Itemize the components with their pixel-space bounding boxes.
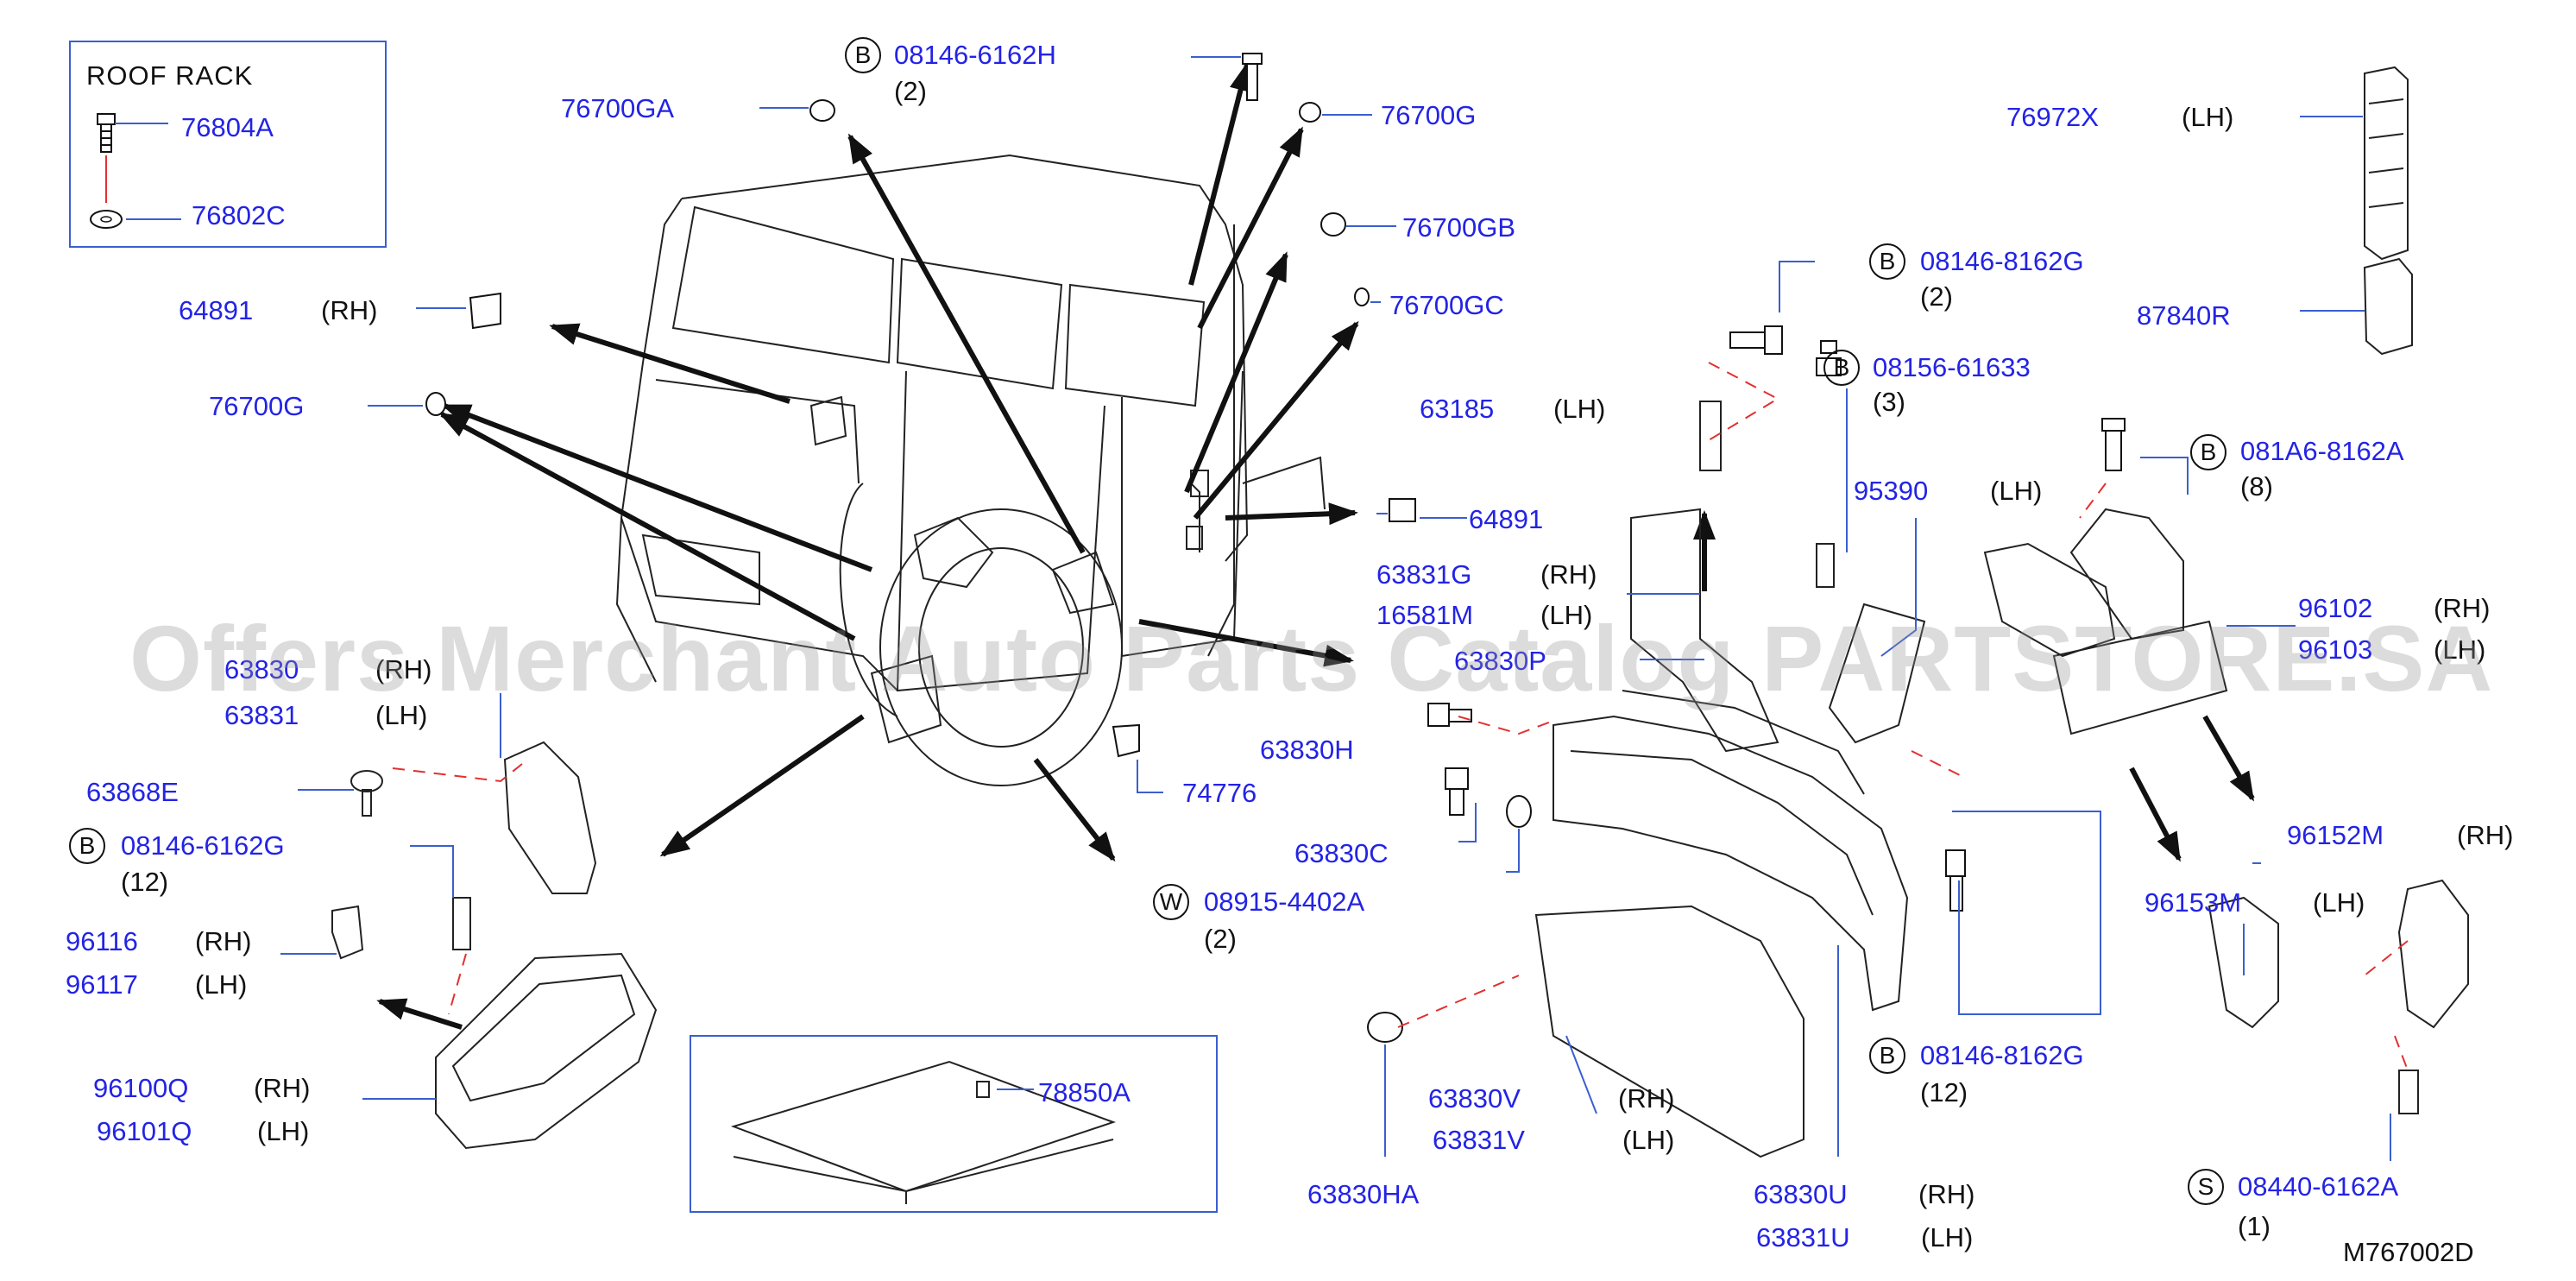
part-number[interactable]: 64891 [1469, 504, 1544, 534]
part-number[interactable]: 63831G [1376, 559, 1472, 590]
part-side: (LH) [1622, 1125, 1675, 1155]
part-number[interactable]: 08146-6162H [894, 40, 1056, 70]
part-number[interactable]: 63830C [1294, 838, 1389, 868]
roof-rack-bolt [97, 113, 116, 153]
part-number[interactable]: 63185 [1420, 394, 1495, 424]
part-number[interactable]: 76700G [1381, 100, 1477, 130]
part-number[interactable]: 16581M [1376, 600, 1474, 630]
part-number[interactable]: 87840R [2137, 300, 2231, 331]
part-quantity: (2) [1204, 924, 1237, 954]
part-number[interactable]: 63831U [1756, 1222, 1850, 1253]
part-number[interactable]: 08915-4402A [1204, 887, 1365, 917]
part-number[interactable]: 63830U [1754, 1179, 1848, 1209]
part-number[interactable]: 63868E [86, 777, 179, 807]
part-number[interactable]: 63831 [224, 700, 299, 730]
part-number[interactable]: 76700GC [1389, 290, 1504, 320]
part-side: (LH) [1540, 600, 1593, 630]
part-number[interactable]: 76972X [2006, 102, 2099, 132]
part-side: (LH) [2434, 634, 2486, 665]
part-side: (LH) [195, 969, 248, 1000]
roof-rack-part-76802C[interactable]: 76802C [192, 200, 286, 230]
part-side: (RH) [254, 1073, 311, 1103]
part-number[interactable]: 63830 [224, 654, 299, 685]
part-quantity: (12) [121, 867, 169, 897]
part-side: (LH) [2313, 887, 2365, 918]
callout-prefix-circle: W [1153, 884, 1189, 920]
callout-prefix-circle: B [69, 828, 105, 864]
small-parts [425, 53, 1416, 758]
vehicle-arrows [376, 61, 2255, 1030]
part-number[interactable]: 96100Q [93, 1073, 189, 1103]
part-number[interactable]: 64891 [179, 295, 254, 325]
part-side: (RH) [1540, 559, 1597, 590]
callout-prefix-circle: B [1869, 1038, 1905, 1074]
part-number[interactable]: 74776 [1182, 778, 1257, 808]
part-side: (RH) [1618, 1083, 1675, 1114]
part-number[interactable]: 08440-6162A [2238, 1171, 2399, 1202]
inset-box [690, 1035, 1218, 1213]
callout-prefix-circle: B [1869, 243, 1905, 280]
part-number[interactable]: 96116 [66, 926, 138, 956]
part-number[interactable]: 76700GB [1402, 212, 1515, 243]
part-side: (RH) [321, 295, 378, 325]
part-quantity: (8) [2240, 471, 2273, 502]
part-number[interactable]: 96117 [66, 969, 138, 1000]
part-number[interactable]: 63831V [1433, 1125, 1525, 1155]
callout-prefix-circle: B [1823, 350, 1860, 386]
callout-prefix-circle: B [845, 37, 881, 73]
diagram-code: M767002D [2343, 1237, 2474, 1267]
part-number[interactable]: 76700G [209, 391, 305, 421]
callout-prefix-circle: B [2190, 434, 2226, 470]
roof-rack-washer [90, 210, 123, 229]
vehicle-body [615, 154, 1326, 786]
part-number[interactable]: 63830H [1260, 735, 1354, 765]
callout-prefix-circle: S [2188, 1169, 2224, 1205]
part-number[interactable]: 78850A [1038, 1077, 1131, 1107]
part-quantity: (12) [1920, 1077, 1968, 1107]
part-number[interactable]: 081A6-8162A [2240, 436, 2404, 466]
part-number[interactable]: 96101Q [97, 1116, 192, 1146]
part-side: (LH) [2182, 102, 2234, 132]
part-side: (LH) [257, 1116, 310, 1146]
side-molding-parts [2363, 66, 2413, 356]
part-number[interactable]: 96153M [2145, 887, 2242, 918]
part-side: (LH) [1990, 476, 2043, 506]
part-side: (RH) [2457, 820, 2514, 850]
fender-screws [1367, 325, 2126, 1043]
part-quantity: (2) [1920, 281, 1953, 312]
part-number[interactable]: 63830V [1428, 1083, 1521, 1114]
part-side: (RH) [195, 926, 252, 956]
part-number[interactable]: 08146-8162G [1920, 246, 2084, 276]
leader-lines [280, 56, 2391, 1161]
part-number[interactable]: 95390 [1854, 476, 1929, 506]
fender-liner-assembly [1534, 401, 2469, 1158]
part-side: (LH) [375, 700, 428, 730]
part-side: (RH) [2434, 593, 2491, 623]
part-number[interactable]: 96152M [2287, 820, 2384, 850]
roof-rack-part-76804A[interactable]: 76804A [181, 112, 274, 142]
part-quantity: (2) [894, 76, 927, 106]
roof-rack-title: ROOF RACK [86, 60, 254, 91]
part-side: (LH) [1921, 1222, 1974, 1253]
roof-rack-box [69, 41, 387, 248]
alignment-dashes [392, 362, 2409, 1071]
inset-frame-rail [730, 1060, 1117, 1204]
part-side: (LH) [1553, 394, 1606, 424]
part-number[interactable]: 08146-6162G [121, 830, 285, 861]
part-number[interactable]: 63830P [1454, 646, 1546, 676]
part-number[interactable]: 96103 [2298, 634, 2373, 665]
lower-left-parts [331, 741, 658, 1150]
part-number[interactable]: 08156-61633 [1873, 352, 2031, 382]
part-quantity: (3) [1873, 387, 1905, 417]
part-number[interactable]: 76700GA [561, 93, 674, 123]
part-number[interactable]: 08146-8162G [1920, 1040, 2084, 1070]
part-number[interactable]: 96102 [2298, 593, 2373, 623]
part-side: (RH) [375, 654, 432, 685]
part-side: (RH) [1918, 1179, 1975, 1209]
part-quantity: (1) [2238, 1211, 2271, 1241]
part-number[interactable]: 63830HA [1307, 1179, 1420, 1209]
